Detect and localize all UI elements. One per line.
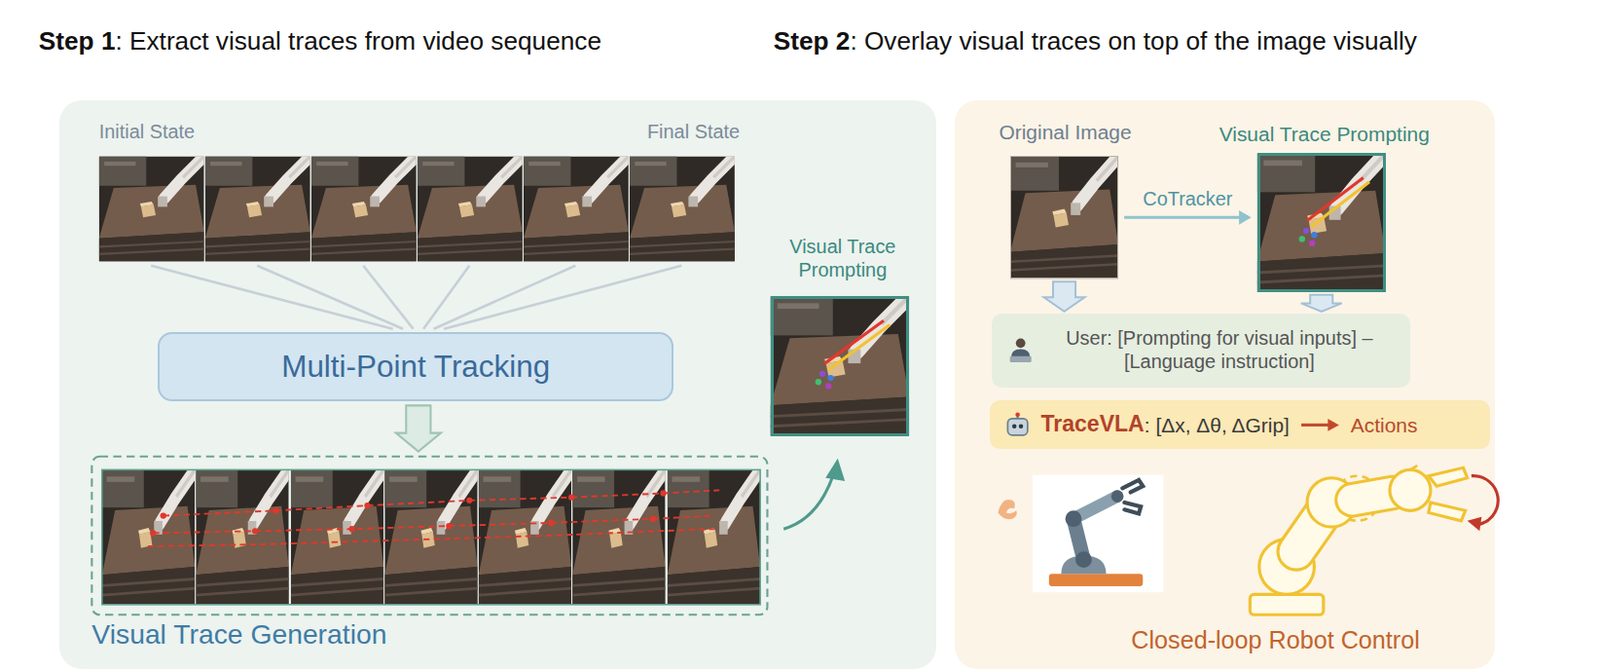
model-name: TraceVLA (1040, 410, 1144, 438)
flow-arrow (1124, 210, 1252, 225)
panel-title: Closed-loop Robot Control (1060, 624, 1490, 655)
step-heading: Step 2 (773, 26, 851, 57)
image-heading: Original Image (960, 119, 1171, 145)
trace-image-right (1257, 145, 1394, 292)
edge-label-wrap: CoTracker (1139, 187, 1236, 212)
label-group: Final State (591, 120, 740, 145)
image-frame: Visual Trace Prompting (770, 295, 910, 437)
step-heading: : Overlay visual traces on top of the im… (849, 26, 1418, 57)
image-heading: Visual Trace Prompting (1197, 121, 1453, 146)
hollow-arrow (396, 404, 441, 451)
box-label: Multi-Point Tracking (281, 348, 550, 386)
action-vector: : [Δx, Δθ, ΔGrip] (1144, 412, 1290, 437)
trace-image-left (770, 288, 918, 437)
converging-lines (150, 265, 682, 329)
prompt-text: User: [Prompting for visual inputs] – [L… (1043, 327, 1397, 374)
image-frame: Visual Trace Prompting (1257, 152, 1386, 292)
text-wrap: Visual Trace Prompting (1197, 121, 1453, 146)
robot-icon (1032, 474, 1164, 593)
step-heading: Step 1 (38, 26, 116, 57)
text-wrap: Visual Trace Generation (91, 618, 387, 652)
model-box: TraceVLA: [Δx, Δθ, ΔGrip] Actions (989, 400, 1491, 449)
label-group: Initial State (99, 120, 195, 145)
image-frame: Original Image (1010, 155, 1119, 279)
robot-face-icon (1004, 411, 1031, 438)
state-label: Initial State (99, 120, 195, 145)
curved-arrow (783, 458, 845, 529)
state-label: Final State (647, 120, 740, 145)
panel-title: Visual Trace Generation (91, 618, 387, 652)
text-wrap: Original Image (960, 119, 1171, 145)
video-frames (99, 149, 742, 261)
edge-label: CoTracker (1139, 187, 1236, 212)
label-group: Step 1: Extract visual traces from video… (38, 26, 602, 57)
image-heading: Visual Trace Prompting (753, 235, 934, 283)
label-group: Step 2: Overlay visual traces on top of … (773, 26, 1418, 57)
step-heading: : Extract visual traces from video seque… (114, 26, 602, 57)
robot-outline (1249, 463, 1467, 615)
user-icon (1006, 335, 1035, 364)
panel: Closed-loop Robot ControlOriginal ImageV… (954, 100, 1495, 669)
traced-frames (91, 456, 767, 616)
rotation-arrow (1467, 475, 1499, 532)
process-box: Multi-Point Tracking (157, 331, 673, 401)
panel: Visual Trace Generation Multi-Point Track… (59, 100, 938, 669)
text-wrap: Visual Trace Prompting (753, 235, 934, 283)
arm-emoji (997, 499, 1017, 519)
text-wrap: Closed-loop Robot Control (1060, 624, 1490, 655)
block-arrow (1044, 281, 1086, 312)
output-arrow (1299, 416, 1341, 434)
output-label: Actions (1350, 412, 1419, 437)
block-arrow (1301, 294, 1343, 312)
prompt-box: User: [Prompting for visual inputs] – [L… (991, 313, 1411, 389)
original-image (1010, 148, 1126, 279)
